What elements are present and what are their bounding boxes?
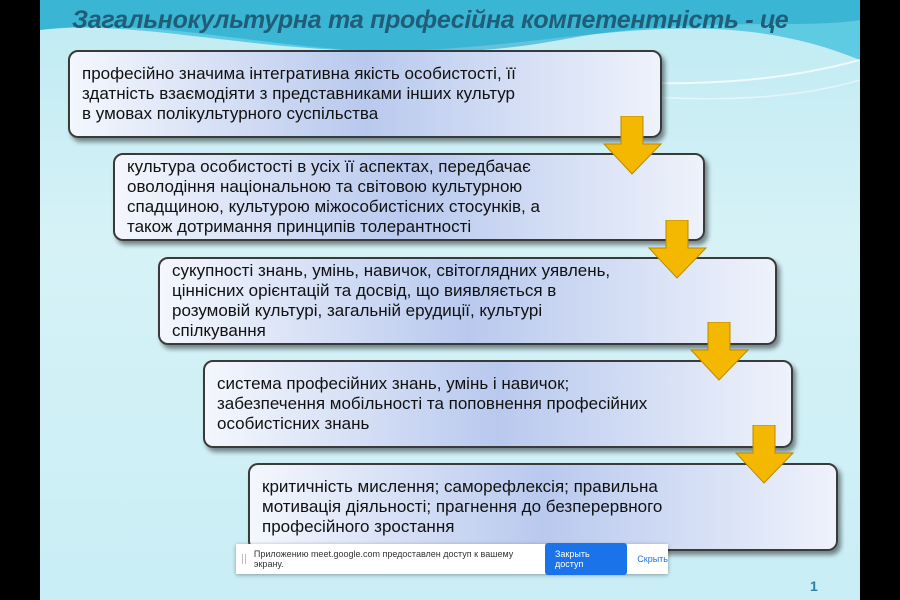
drag-handle-icon[interactable] xyxy=(242,554,246,564)
down-arrow-icon xyxy=(735,425,795,484)
definition-box-5: критичність мислення; саморефлексія; пра… xyxy=(248,463,838,551)
definition-text: професійно значима інтегративна якість о… xyxy=(82,64,516,123)
hide-button[interactable]: Скрыть xyxy=(637,554,668,564)
definition-box-4: система професійних знань, умінь і навич… xyxy=(203,360,793,448)
slide-title: Загальнокультурна та професійна компетен… xyxy=(72,6,789,34)
page-number: 1 xyxy=(810,578,818,594)
definition-text: критичність мислення; саморефлексія; пра… xyxy=(262,477,663,536)
down-arrow-icon xyxy=(648,220,708,279)
share-message: Приложению meet.google.com предоставлен … xyxy=(253,549,514,569)
screen-share-bar: Приложению meet.google.com предоставлен … xyxy=(236,543,668,575)
definition-text: культура особистості в усіх її аспектах,… xyxy=(127,157,540,236)
definition-box-3: сукупності знань, умінь, навичок, світог… xyxy=(158,257,777,345)
down-arrow-icon xyxy=(603,116,663,175)
presentation-slide: Загальнокультурна та професійна компетен… xyxy=(40,0,860,600)
down-arrow-icon xyxy=(690,322,750,381)
definition-box-2: культура особистості в усіх її аспектах,… xyxy=(113,153,705,241)
definition-text: сукупності знань, умінь, навичок, світог… xyxy=(172,261,611,340)
stop-sharing-button[interactable]: Закрыть доступ xyxy=(544,543,628,575)
definition-box-1: професійно значима інтегративна якість о… xyxy=(68,50,662,138)
definition-text: система професійних знань, умінь і навич… xyxy=(217,374,648,433)
